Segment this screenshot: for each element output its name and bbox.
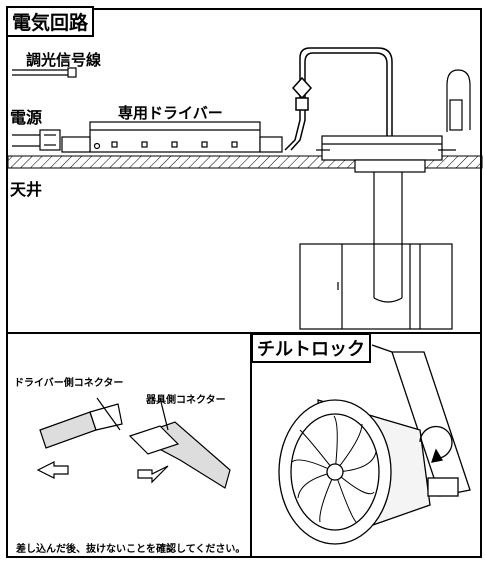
- fixture-cable: [284, 47, 393, 151]
- cabinet: [299, 243, 453, 330]
- tilt-lock-illustration: [278, 344, 471, 545]
- connection-note: 差し込んだ後、抜けないことを確認してください。: [16, 544, 246, 555]
- electric-circuit-title: 電気回路: [6, 6, 95, 37]
- dimming-line-label: 調光信号線: [26, 51, 102, 69]
- power-cable: [12, 129, 61, 151]
- fixture-assembly: [316, 69, 471, 303]
- driver-connector-label: ドライバー側コネクター: [14, 378, 124, 389]
- diagram-frame: [6, 8, 482, 558]
- driver-label: 専用ドライバー: [118, 104, 223, 122]
- power-label: 電源: [10, 108, 43, 127]
- ceiling-label: 天井: [10, 180, 43, 199]
- tilt-lock-title: チルトロック: [251, 333, 371, 363]
- dimming-signal-cable: [12, 67, 77, 78]
- dedicated-driver: [61, 121, 283, 153]
- connector-illustration: [36, 397, 231, 489]
- fixture-connector-label: 器具側コネクター: [146, 395, 226, 406]
